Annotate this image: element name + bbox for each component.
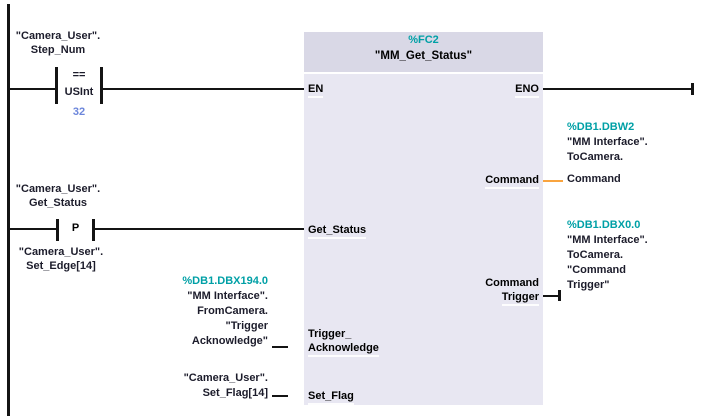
- set-flag-line1[interactable]: "Camera_User".: [183, 372, 268, 384]
- command-trigger-output-operand[interactable]: %DB1.DBX0.0 "MM Interface". ToCamera. "C…: [567, 218, 702, 293]
- command-trigger-output-line4[interactable]: "Command: [567, 264, 626, 276]
- pin-eno[interactable]: ENO: [515, 83, 539, 98]
- block-address[interactable]: %FC2: [408, 34, 439, 46]
- pin-get-status[interactable]: Get_Status: [308, 224, 367, 239]
- set-flag-connector: [272, 395, 288, 397]
- trigger-ack-line4[interactable]: "Trigger: [225, 320, 268, 332]
- edge-memory-operand[interactable]: "Camera_User". Set_Edge[14]: [6, 245, 116, 273]
- set-flag-line2[interactable]: Set_Flag[14]: [202, 387, 268, 399]
- trigger-ack-connector: [272, 346, 288, 348]
- edge-operand-line1[interactable]: "Camera_User".: [15, 183, 101, 195]
- rung2-wire-right: [95, 228, 304, 230]
- power-rail: [7, 4, 10, 416]
- edge-operand-line2[interactable]: Get_Status: [28, 197, 88, 209]
- edge-contact-operand[interactable]: "Camera_User". Get_Status: [6, 182, 110, 210]
- command-trigger-output-line3[interactable]: ToCamera.: [567, 249, 624, 261]
- edge-memory-line1[interactable]: "Camera_User".: [18, 246, 104, 258]
- pin-trigger-ack-line2[interactable]: Acknowledge: [308, 342, 379, 357]
- pin-command[interactable]: Command: [485, 174, 539, 189]
- compare-operand[interactable]: "Camera_User". Step_Num: [6, 29, 110, 57]
- trigger-ack-line3[interactable]: FromCamera.: [197, 305, 268, 317]
- command-trigger-output-line5[interactable]: Trigger": [567, 279, 610, 291]
- command-trigger-wire: [543, 295, 559, 297]
- command-trigger-output-address[interactable]: %DB1.DBX0.0: [567, 219, 641, 231]
- edge-contact-symbol[interactable]: P: [71, 222, 80, 234]
- command-output-line4[interactable]: Command: [567, 173, 621, 185]
- function-block-body[interactable]: [304, 74, 543, 405]
- trigger-ack-address[interactable]: %DB1.DBX194.0: [182, 275, 268, 287]
- pin-command-trigger-line2[interactable]: Trigger: [501, 291, 539, 306]
- trigger-ack-operand[interactable]: %DB1.DBX194.0 "MM Interface". FromCamera…: [118, 274, 268, 349]
- eno-wire: [543, 88, 692, 90]
- compare-operator[interactable]: ==: [72, 69, 86, 81]
- function-block-header[interactable]: %FC2 "MM_Get_Status": [304, 32, 543, 74]
- trigger-ack-line5[interactable]: Acknowledge": [191, 335, 268, 347]
- edge-contact-bar-right: [92, 219, 95, 241]
- block-title[interactable]: "MM_Get_Status": [374, 50, 473, 62]
- eno-wire-end-tick: [691, 83, 694, 95]
- compare-operand-line2[interactable]: Step_Num: [30, 44, 86, 56]
- command-output-address[interactable]: %DB1.DBW2: [567, 121, 635, 133]
- pin-en[interactable]: EN: [308, 83, 324, 98]
- rung1-wire-right: [103, 88, 304, 90]
- compare-data-type[interactable]: USInt: [64, 86, 94, 98]
- set-flag-operand[interactable]: "Camera_User". Set_Flag[14]: [118, 371, 268, 401]
- rung1-wire-left: [9, 88, 55, 90]
- pin-trigger-ack-line1[interactable]: Trigger_: [308, 328, 352, 340]
- command-trigger-output-line2[interactable]: "MM Interface".: [567, 234, 648, 246]
- command-output-operand[interactable]: %DB1.DBW2 "MM Interface". ToCamera. Comm…: [567, 120, 702, 187]
- edge-memory-line2[interactable]: Set_Edge[14]: [26, 260, 96, 272]
- command-trigger-wire-tick: [558, 290, 561, 301]
- compare-contact-bar-right: [100, 67, 103, 104]
- compare-contact-bar-left: [55, 67, 58, 104]
- pin-set-flag[interactable]: Set_Flag: [308, 390, 354, 405]
- command-wire: [543, 180, 563, 182]
- compare-value[interactable]: 32: [72, 106, 86, 118]
- rung2-wire-left: [9, 228, 56, 230]
- trigger-ack-line2[interactable]: "MM Interface".: [187, 290, 268, 302]
- compare-operand-line1[interactable]: "Camera_User".: [15, 30, 101, 42]
- command-output-line3[interactable]: ToCamera.: [567, 151, 624, 163]
- command-output-line2[interactable]: "MM Interface".: [567, 136, 648, 148]
- edge-contact-bar-left: [56, 219, 59, 241]
- pin-command-trigger-line1[interactable]: Command: [485, 277, 539, 289]
